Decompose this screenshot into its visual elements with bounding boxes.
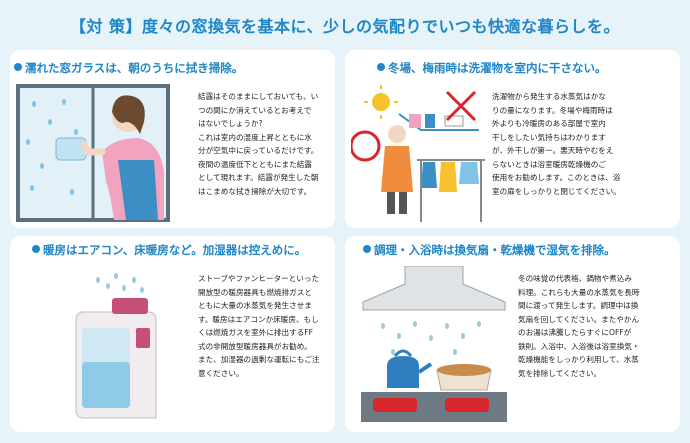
body-line: 乾燥機能をしっかり利用して、水蒸: [518, 355, 639, 364]
window-wiping-illustration: [16, 84, 170, 222]
title-label: 対 策: [86, 17, 126, 36]
section-body: 結露はそのままにしておいても、い つの間にか消えているとお考えで はないでしょう…: [198, 90, 319, 198]
body-line: はないでしょうか?: [198, 119, 263, 128]
section-body: 冬の味覚の代表格、鍋物や煮込み 料理。これらも大量の水蒸気を長時 間に渡って発生…: [518, 272, 640, 380]
body-line: 結露はそのままにしておいても、い: [198, 92, 319, 101]
body-line: 洗濯物から発生する水蒸気はかな: [492, 92, 606, 101]
body-line: また、加湿器の過剰な運転にもご注: [198, 355, 320, 364]
section-heating: 暖房はエアコン、床暖房など。加湿器は控えめに。 ストーブやファンヒーターといった…: [10, 236, 335, 432]
body-line: 料理。これらも大量の水蒸気を長時: [518, 287, 640, 297]
body-line: 開放型の暖房器具も燃焼排ガスと: [198, 287, 312, 297]
section-heading-text: 暖房はエアコン、床暖房など。加湿器は控えめに。: [43, 243, 307, 257]
section-body: ストーブやファンヒーターといった 開放型の暖房器具も燃焼排ガスと ともに大量の水…: [198, 272, 320, 380]
indoor-laundry-illustration: [351, 85, 485, 222]
body-line: これは室内の湿度上昇とともに水: [198, 132, 312, 142]
humidifier-illustration: [75, 273, 157, 419]
body-line: くは燃焼ガスを室外に排出するFF: [198, 328, 314, 337]
bullet-dot-icon: [32, 245, 40, 253]
body-line: 室の扉をしっかりと閉じてください。: [492, 186, 621, 196]
body-line: 意ください。: [198, 368, 244, 378]
body-line: 冬の味覚の代表格、鍋物や煮込み: [518, 274, 632, 283]
section-heading-text: 調理・入浴時は換気扇・乾燥機で湿気を排除。: [374, 243, 616, 257]
title-text: 度々の窓換気を基本に、少しの気配りでいつも快適な暮らしを。: [142, 17, 621, 36]
body-line: 気扇を回してください。またやかん: [518, 314, 640, 324]
section-laundry: 冬場、梅雨時は洗濯物を室内に干さない。 洗濯物から発生する水蒸気はかな: [345, 50, 680, 228]
body-line: 外よりも冷暖房のある部屋で室内: [492, 119, 606, 128]
body-line: つの間にか消えているとお考えで: [198, 105, 312, 115]
title-close-bracket: 】: [125, 17, 143, 36]
body-line: りの量になります。冬場や梅雨時は: [492, 105, 613, 115]
body-line: のお湯は沸騰したらすぐにOFFが: [518, 328, 632, 337]
bullet-dot-icon: [363, 245, 371, 253]
bullet-dot-icon: [14, 63, 22, 71]
body-line: が、外干しが第一。悪天時やむをえ: [492, 146, 614, 155]
body-line: ストーブやファンヒーターといった: [198, 274, 320, 283]
body-line: ともに大量の水蒸気を発生させま: [198, 301, 312, 310]
section-heading-text: 冬場、梅雨時は洗濯物を室内に干さない。: [388, 61, 607, 75]
body-line: 干しをしたい気持ちはわかります: [492, 132, 606, 142]
body-line: 分が空気中に戻っているだけです。: [198, 146, 319, 155]
section-heading-text: 濡れた窓ガラスは、朝のうちに拭き掃除。: [25, 61, 244, 75]
kitchen-hood-illustration: [361, 266, 507, 422]
section-cooking-bath: 調理・入浴時は換気扇・乾燥機で湿気を排除。 冬の味覚の代表格、鍋物や煮込み 料理…: [345, 236, 680, 432]
section-heading: 暖房はエアコン、床暖房など。加湿器は控えめに。: [32, 242, 306, 258]
body-line: 気を排除してください。: [518, 368, 602, 378]
page-title: 【対 策】度々の窓換気を基本に、少しの気配りでいつも快適な暮らしを。: [0, 13, 690, 37]
section-heading: 濡れた窓ガラスは、朝のうちに拭き掃除。: [14, 60, 243, 76]
section-heading: 冬場、梅雨時は洗濯物を室内に干さない。: [377, 60, 607, 76]
body-line: 使用をお勧めします。このときは、浴: [492, 173, 621, 182]
section-heading: 調理・入浴時は換気扇・乾燥機で湿気を排除。: [363, 242, 616, 258]
body-line: はこまめな拭き掃除が大切です。: [198, 186, 312, 196]
body-line: 夜間の温度低下とともにまた結露: [198, 159, 312, 169]
section-body: 洗濯物から発生する水蒸気はかな りの量になります。冬場や梅雨時は 外よりも冷暖房…: [492, 90, 621, 198]
body-line: 間に渡って発生します。調理中は換: [518, 301, 639, 310]
title-open-bracket: 【: [69, 17, 87, 36]
section-window-cleaning: 濡れた窓ガラスは、朝のうちに拭き掃除。 結露はそのままにしておいても、い つの間…: [10, 50, 335, 228]
bullet-dot-icon: [377, 63, 385, 71]
body-line: 鉄則。入浴中、入浴後は浴室換気・: [518, 341, 640, 351]
body-line: 式の非開放型暖房器具がお勧め。: [198, 341, 312, 351]
body-line: す。暖房はエアコンか床暖房、もし: [198, 314, 319, 324]
body-line: として現れます。結露が発生した朝: [198, 173, 319, 182]
body-line: らないときは浴室暖房乾燥機のご: [492, 159, 606, 169]
